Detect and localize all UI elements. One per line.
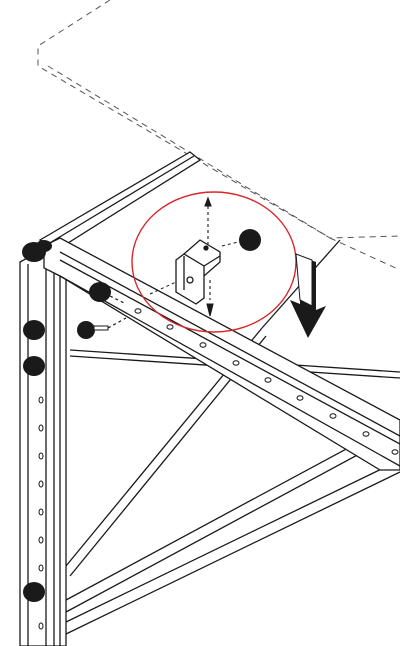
bracket-guide-line [149,281,177,295]
rail-knob-screw [77,282,127,339]
knob-top-left [22,240,52,262]
down-arrow-icon [290,253,326,338]
tabletop-panel [37,0,400,271]
frame-rail-front [43,237,400,471]
screw-guide [204,196,212,244]
knob-left-upper [23,320,45,340]
post-knobs [22,240,52,602]
knob-left-middle [23,356,45,376]
knob-left-bottom [23,582,45,602]
round-knob-cap [221,229,261,251]
screw [206,280,214,317]
rail-holes [134,308,399,455]
angle-bracket [175,239,221,305]
post-holes [38,396,44,630]
highlight-circle [131,191,297,333]
